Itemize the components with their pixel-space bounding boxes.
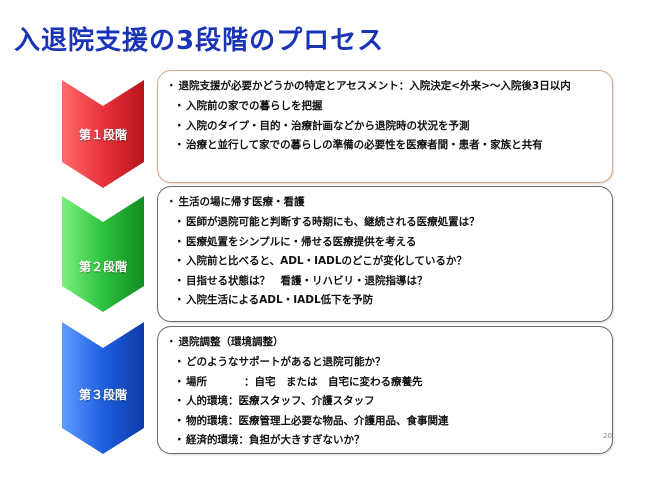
list-item: ・どのようなサポートがあると退院可能か？ — [174, 356, 386, 368]
stage-1-chevron: 第１段階 — [62, 80, 144, 188]
page-number: 20 — [603, 432, 612, 440]
stage-3-heading: ・退院調整（環境調整） — [166, 336, 284, 348]
list-item: ・医師が退院可能と判断する時期にも、継続される医療処置は？ — [174, 216, 480, 228]
stage-3-chevron: 第３段階 — [62, 322, 144, 454]
stage-2-box: ・生活の場に帰す医療・看護 ・医師が退院可能と判断する時期にも、継続される医療処… — [157, 186, 613, 322]
stage-1-label: 第１段階 — [78, 128, 127, 142]
list-item: ・入院のタイプ・目的・治療計画などから退院時の状況を予測 — [174, 119, 470, 132]
list-item: ・経済的環境：負担が大きすぎないか？ — [174, 434, 365, 446]
stage-2-chevron: 第２段階 — [62, 196, 144, 312]
list-item: ・入院前の家での暮らしを把握 — [174, 100, 323, 112]
stage-1-box: ・退院支援が必要かどうかの特定とアセスメント：入院決定<外来>～入院後3日以内 … — [157, 70, 613, 183]
stage-3-box: ・退院調整（環境調整） ・どのようなサポートがあると退院可能か？ ・場所：自宅 … — [157, 326, 613, 454]
list-item: ・物的環境：医療管理上必要な物品、介護用品、食事関連 — [174, 414, 449, 427]
stage-1-heading: ・退院支援が必要かどうかの特定とアセスメント：入院決定<外来>～入院後3日以内 — [166, 80, 571, 92]
list-item: ・入院前と比べると、ADL・IADLのどこが変化しているか？ — [174, 255, 467, 267]
list-item: ・入院生活によるADL・IADL低下を予防 — [174, 294, 374, 306]
stage-2-heading: ・生活の場に帰す医療・看護 — [166, 196, 305, 208]
stage-2-label: 第２段階 — [78, 260, 127, 274]
list-item: ・医療処置をシンプルに・帰せる医療提供を考える — [174, 235, 417, 248]
list-item: ・場所：自宅 または 自宅に変わる療養先 — [174, 375, 423, 388]
list-item: ・人的環境：医療スタッフ、介護スタッフ — [174, 395, 375, 407]
stage-3-label: 第３段階 — [78, 388, 127, 402]
list-item: ・治療と並行して家での暮らしの準備の必要性を医療者間・患者・家族と共有 — [174, 139, 543, 151]
slide-title: 入退院支援の3段階のプロセス — [14, 26, 385, 56]
list-item: ・目指せる状態は？ 看護・リハビリ・退院指導は？ — [174, 274, 428, 287]
